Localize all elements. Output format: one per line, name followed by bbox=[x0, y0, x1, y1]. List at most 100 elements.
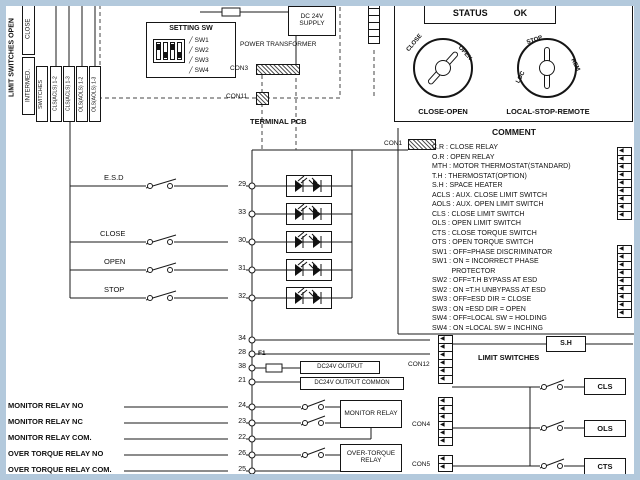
connector-pin-arrow-icon: ◀ bbox=[617, 309, 632, 318]
con5-strip: ◀ ◀ bbox=[438, 455, 453, 472]
setting-sw-title: SETTING SW bbox=[169, 25, 213, 32]
comment-line: ACLS : AUX. CLOSE LIMIT SWITCH bbox=[432, 191, 548, 199]
con11-connector bbox=[256, 92, 269, 105]
terminal-number: 25 bbox=[228, 466, 246, 473]
space-heater-box: S.H bbox=[546, 336, 586, 352]
right-connector-strip: ◀ ◀ ◀ ◀ ◀ ◀ ◀ ◀ ◀ bbox=[617, 147, 632, 220]
terminal-number: 21 bbox=[228, 377, 246, 384]
over-torque-relay-box: OVER-TORQUE RELAY bbox=[340, 444, 402, 472]
limit-switches-open-title: LIMIT SWITCHES OPEN bbox=[8, 18, 16, 98]
optocoupler-icon bbox=[287, 204, 331, 220]
close-open-caption: CLOSE-OPEN bbox=[418, 107, 468, 116]
status-box: STATUS OK bbox=[424, 4, 556, 24]
dip-rocker bbox=[178, 52, 181, 58]
optocoupler bbox=[286, 287, 332, 309]
dip-switch-graphic bbox=[153, 39, 185, 63]
con3-label: CON3 bbox=[230, 65, 249, 72]
comment-line: O.R : OPEN RELAY bbox=[432, 153, 495, 161]
dc24v-supply-box: DC 24V SUPPLY bbox=[288, 6, 336, 36]
con4-label: CON4 bbox=[412, 421, 431, 428]
fuse-f1-label: F1 bbox=[218, 0, 227, 7]
dc24v-output-box: DC24V OUTPUT bbox=[300, 361, 380, 374]
connector-pin-arrow-icon: ◀ bbox=[617, 211, 632, 220]
terminal-number: 22 bbox=[228, 434, 246, 441]
optocoupler bbox=[286, 259, 332, 281]
con12-label: CON12 bbox=[408, 361, 430, 368]
comment-line: SW2 : OFF=T.H BYPASS AT ESD bbox=[432, 277, 538, 284]
optocoupler-icon bbox=[287, 260, 331, 276]
terminal-number: 33 bbox=[228, 209, 246, 216]
terminal-number: 26 bbox=[228, 450, 246, 457]
con4-strip: ◀ ◀ ◀ ◀ ◀ ◀ bbox=[438, 397, 453, 446]
optocoupler-icon bbox=[287, 176, 331, 192]
aux-switch-box: OLS(AOLS) 1-2 bbox=[76, 66, 88, 122]
selector-shaft bbox=[539, 60, 555, 76]
limit-switches-title: LIMIT SWITCHES bbox=[478, 353, 540, 362]
con5-label: CON5 bbox=[412, 461, 431, 468]
output-fuse-label: F1 bbox=[258, 350, 266, 357]
local-stop-remote-caption: LOCAL-STOP-REMOTE bbox=[506, 107, 590, 116]
switches-label-box: SWITCHES bbox=[36, 66, 48, 122]
terminal-number: 29 bbox=[228, 181, 246, 188]
comment-line: S.H : SPACE HEATER bbox=[432, 182, 503, 189]
connector-pin-arrow-icon: ◀ bbox=[438, 463, 453, 472]
sw4-label: SW4 bbox=[194, 67, 209, 74]
dip-rocker bbox=[157, 44, 160, 50]
setting-sw-panel: SETTING SW ╱SW1 ╱SW2 ╱SW3 ╱SW4 bbox=[146, 22, 236, 78]
dip-rocker bbox=[164, 52, 167, 58]
dip-position bbox=[156, 42, 161, 60]
stop-input-label: STOP bbox=[104, 285, 125, 294]
con1-label: CON1 bbox=[384, 140, 403, 147]
dip-position bbox=[170, 42, 175, 60]
dip-position bbox=[163, 42, 168, 60]
comment-line: SW1 : ON = INCORRECT PHASE bbox=[432, 258, 539, 265]
sw1-label: SW1 bbox=[194, 37, 209, 44]
connector-pin-arrow-icon: ◀ bbox=[438, 375, 453, 384]
comment-line: SW3 : ON =ESD DIR = OPEN bbox=[432, 305, 526, 313]
terminal-number: 30 bbox=[228, 237, 246, 244]
power-transformer-label: POWER TRANSFORMER bbox=[240, 41, 317, 48]
sw4-row: ╱SW4 bbox=[189, 67, 209, 75]
optocoupler-icon bbox=[287, 288, 331, 304]
comment-line: T.H : THERMOSTAT(OPTION) bbox=[432, 172, 527, 180]
dc24v-output-common-box: DC24V OUTPUT COMMON bbox=[300, 377, 404, 390]
aux-switch-box: CLS(ACLS) 1-3 bbox=[63, 66, 75, 122]
con3-connector bbox=[256, 64, 300, 75]
dip-position bbox=[177, 42, 182, 60]
comment-line: SW2 : ON =T.H UNBYPASS AT ESD bbox=[432, 286, 546, 294]
open-input-label: OPEN bbox=[104, 257, 126, 266]
sw2-row: ╱SW2 bbox=[189, 47, 209, 55]
output-label: OVER TORQUE RELAY COM. bbox=[8, 465, 112, 474]
output-label: OVER TORQUE RELAY NO bbox=[8, 449, 104, 458]
local-stop-remote-selector bbox=[517, 38, 577, 98]
con11-label: CON11 bbox=[226, 93, 248, 100]
comment-line: SW1 : OFF=PHASE DISCRIMINATOR bbox=[432, 248, 553, 256]
comment-line: SW4 : ON =LOCAL SW = INCHING bbox=[432, 324, 543, 332]
close-input-label: CLOSE bbox=[100, 229, 126, 238]
comment-line: CTS : CLOSE TORQUE SWITCH bbox=[432, 229, 537, 237]
comment-line: OLS : OPEN LIMIT SWITCH bbox=[432, 220, 521, 227]
optocoupler-icon bbox=[287, 232, 331, 248]
top-pin-strip bbox=[368, 1, 380, 44]
comment-lines: C.R : CLOSE RELAY O.R : OPEN RELAY MTH :… bbox=[432, 143, 617, 333]
terminal-number: 32 bbox=[228, 293, 246, 300]
cls-box: CLS bbox=[584, 378, 626, 395]
close-zone-box: CLOSE bbox=[22, 3, 35, 55]
terminal-pcb-label: TERMINAL PCB bbox=[250, 117, 307, 126]
cts-box: CTS bbox=[584, 458, 626, 475]
connector-pin-arrow-icon: ◀ bbox=[438, 437, 453, 446]
monitor-relay-box: MONITOR RELAY bbox=[340, 400, 402, 428]
ols-box: OLS bbox=[584, 420, 626, 437]
terminal-number: 34 bbox=[228, 335, 246, 342]
close-open-selector bbox=[413, 38, 473, 98]
aux-switch-box: OLS(AOLS) 1-3 bbox=[89, 66, 101, 122]
optocoupler bbox=[286, 231, 332, 253]
status-value: OK bbox=[513, 8, 528, 19]
terminal-number: 31 bbox=[228, 265, 246, 272]
status-label: STATUS bbox=[452, 8, 488, 19]
sw3-label: SW3 bbox=[194, 57, 209, 64]
connector-pin-cell bbox=[368, 36, 380, 44]
terminal-number: 28 bbox=[228, 349, 246, 356]
switch-contact-icon: ╱ bbox=[189, 68, 193, 74]
